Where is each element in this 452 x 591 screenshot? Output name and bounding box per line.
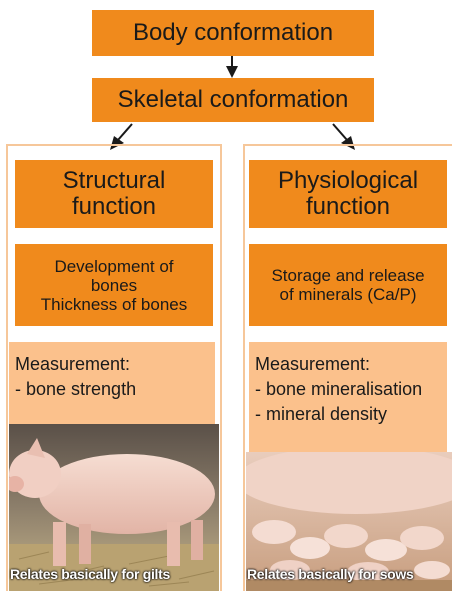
physiological-function-line-2: function: [306, 194, 390, 220]
sows-caption: Relates basically for sows: [247, 566, 414, 582]
body-conformation-box: Body conformation: [92, 10, 374, 56]
right-measurement-item-2: - mineral density: [255, 402, 441, 427]
left-measurement-box: Measurement: - bone strength: [9, 342, 215, 424]
mineral-storage-box: Storage and release of minerals (Ca/P): [249, 244, 447, 326]
physiological-function-line-1: Physiological: [278, 168, 418, 194]
structural-function-box: Structural function: [15, 160, 213, 228]
mineral-storage-line-1: Storage and release: [271, 266, 424, 285]
right-measurement-box: Measurement: - bone mineralisation - min…: [249, 342, 447, 452]
arrow-skeletal-to-structural: [118, 124, 132, 140]
structural-function-line-1: Structural: [63, 168, 166, 194]
structural-function-line-2: function: [72, 194, 156, 220]
bone-development-line-3: Thickness of bones: [41, 295, 187, 314]
arrow-head-body-to-skeletal: [226, 66, 238, 78]
mineral-storage-line-2: of minerals (Ca/P): [280, 285, 417, 304]
physiological-function-box: Physiological function: [249, 160, 447, 228]
bone-development-line-1: Development of: [54, 257, 173, 276]
left-measurement-heading: Measurement:: [15, 352, 209, 377]
bone-development-box: Development of bones Thickness of bones: [15, 244, 213, 326]
skeletal-conformation-label: Skeletal conformation: [118, 86, 349, 114]
left-measurement-item-1: - bone strength: [15, 377, 209, 402]
skeletal-conformation-box: Skeletal conformation: [92, 78, 374, 122]
bone-development-line-2: bones: [91, 276, 137, 295]
right-measurement-heading: Measurement:: [255, 352, 441, 377]
arrow-skeletal-to-physiological: [333, 124, 347, 140]
gilts-caption: Relates basically for gilts: [10, 566, 170, 582]
right-measurement-item-1: - bone mineralisation: [255, 377, 441, 402]
body-conformation-label: Body conformation: [133, 19, 333, 47]
